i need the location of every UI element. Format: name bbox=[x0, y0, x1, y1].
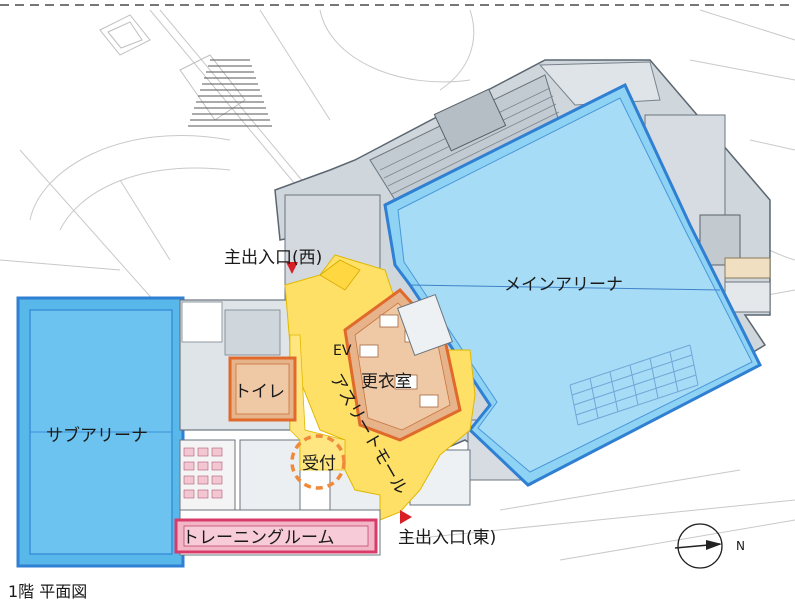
entrance-west-label: 主出入口(西) bbox=[224, 248, 322, 268]
sub-arena-label: サブアリーナ bbox=[46, 425, 148, 446]
site-plaza bbox=[99, 14, 246, 121]
map-caption: 1階 平面図 bbox=[8, 582, 87, 601]
entrance-east-marker bbox=[400, 510, 412, 524]
main-arena-label: メインアリーナ bbox=[504, 275, 623, 295]
training-room-label: トレーニングルーム bbox=[182, 528, 335, 548]
entrance-east-label: 主出入口(東) bbox=[398, 528, 496, 548]
ev-label: EV bbox=[333, 343, 352, 359]
corridor-fixtures bbox=[397, 294, 453, 356]
training-room bbox=[174, 509, 381, 556]
sub-arena bbox=[16, 296, 185, 568]
compass-north-letter: N bbox=[736, 539, 745, 553]
reception-label: 受付 bbox=[302, 454, 336, 474]
entrance-west-marker bbox=[286, 262, 298, 274]
site-stairs bbox=[188, 59, 272, 127]
toilet-label: トイレ bbox=[234, 382, 285, 402]
reception-marker bbox=[290, 434, 346, 490]
toilet-room bbox=[228, 356, 297, 422]
locker-room-label: 更衣室 bbox=[361, 372, 412, 392]
compass-icon: N bbox=[674, 523, 745, 569]
main-arena bbox=[383, 82, 763, 487]
